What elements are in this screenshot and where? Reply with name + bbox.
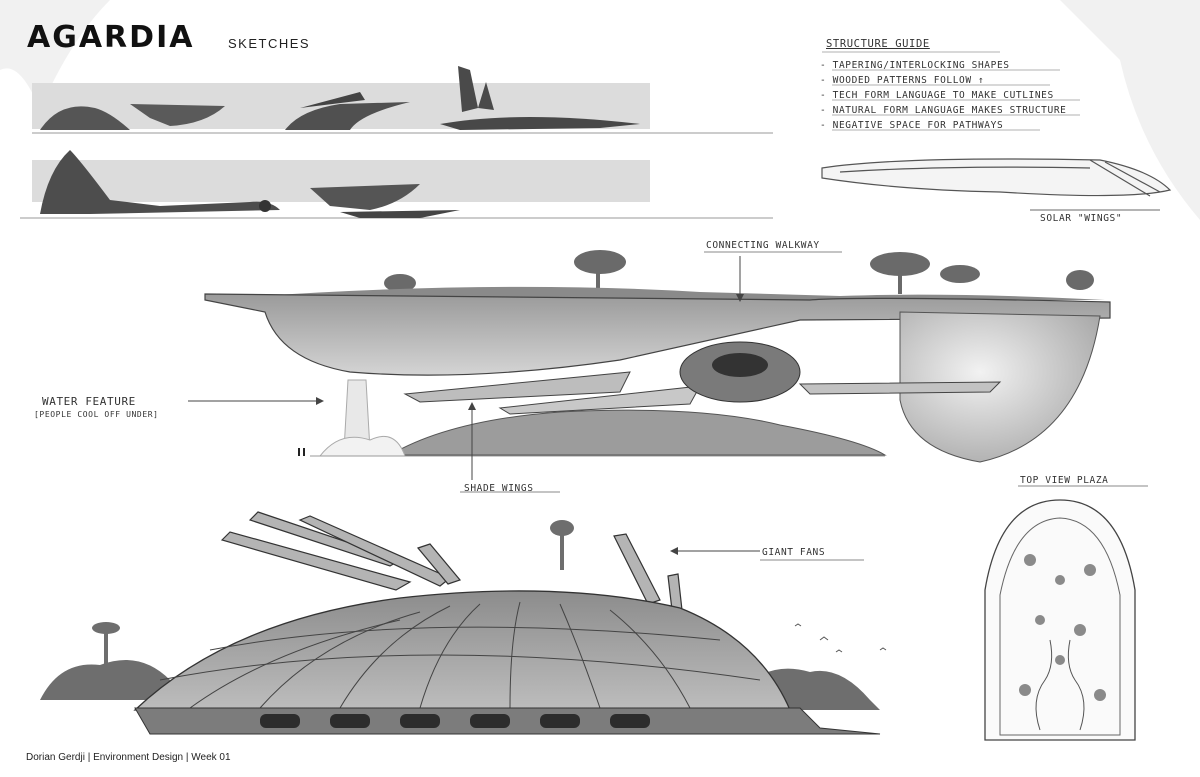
structure-guide-item: - TECH FORM LANGUAGE TO MAKE CUTLINES [820, 90, 1054, 101]
shade-wings-label: SHADE WINGS [464, 483, 534, 494]
structure-guide-item: - WOODED PATTERNS FOLLOW ↑ [820, 75, 985, 86]
structure-guide-item: - TAPERING/INTERLOCKING SHAPES [820, 60, 1010, 71]
main-structure-elevation [188, 250, 1111, 493]
water-feature-note: [PEOPLE COOL OFF UNDER] [34, 410, 159, 419]
structure-guide-item: - NATURAL FORM LANGUAGE MAKES STRUCTURE [820, 105, 1067, 116]
solar-wings-label: SOLAR "WINGS" [1040, 213, 1123, 224]
dome-building-sketch [40, 511, 887, 735]
solar-wings-sketch [821, 158, 1172, 211]
page-subtitle: SKETCHES [228, 36, 311, 51]
top-view-plaza-sketch [984, 485, 1148, 741]
footer-credit: Dorian Gerdji | Environment Design | Wee… [26, 752, 231, 763]
structure-guide-rules [822, 51, 1080, 131]
thumbnail-sketches [20, 66, 773, 219]
page-title: AGARDIA [27, 20, 195, 55]
connecting-walkway-label: CONNECTING WALKWAY [706, 240, 820, 251]
water-feature-label: WATER FEATURE [42, 395, 136, 408]
structure-guide-list: - TAPERING/INTERLOCKING SHAPES - WOODED … [820, 58, 1066, 133]
structure-guide-title: STRUCTURE GUIDE [826, 38, 930, 50]
giant-fans-label: GIANT FANS [762, 547, 826, 558]
top-view-plaza-label: TOP VIEW PLAZA [1020, 475, 1109, 486]
background-foliage [0, 0, 1200, 220]
structure-guide-item: - NEGATIVE SPACE FOR PATHWAYS [820, 120, 1004, 131]
